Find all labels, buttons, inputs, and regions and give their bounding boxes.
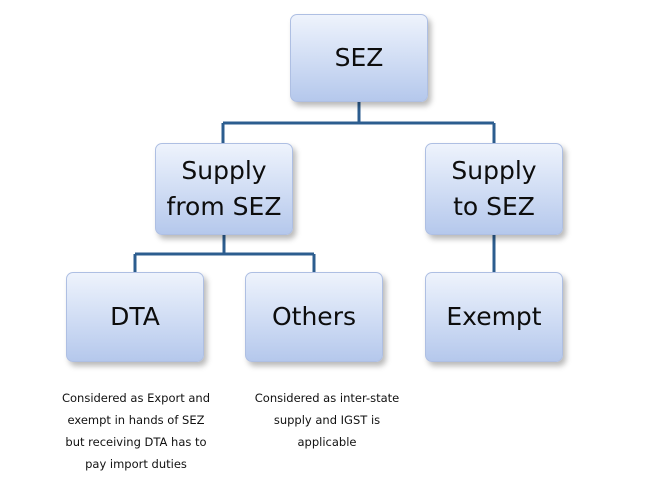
node-dta: DTA [66, 272, 204, 362]
node-supply-from-sez: Supply from SEZ [155, 143, 293, 235]
connector-supply-from-to-children [133, 235, 316, 272]
connector-sez-to-level2 [221, 102, 496, 143]
node-supply-to-sez: Supply to SEZ [425, 143, 563, 235]
node-others: Others [245, 272, 383, 362]
node-dta-label: DTA [110, 302, 160, 331]
node-exempt: Exempt [425, 272, 563, 362]
node-others-label: Others [271, 302, 356, 331]
node-exempt-label: Exempt [446, 302, 542, 331]
node-supply-from-sez-label: Supply from SEZ [166, 156, 282, 221]
node-supply-to-sez-label: Supply to SEZ [451, 156, 537, 221]
note-others: Considered as inter-state supply and IGS… [254, 391, 400, 449]
node-sez-label: SEZ [334, 43, 384, 72]
note-dta: Considered as Export and exempt in hands… [61, 391, 211, 471]
node-sez: SEZ [290, 14, 428, 102]
